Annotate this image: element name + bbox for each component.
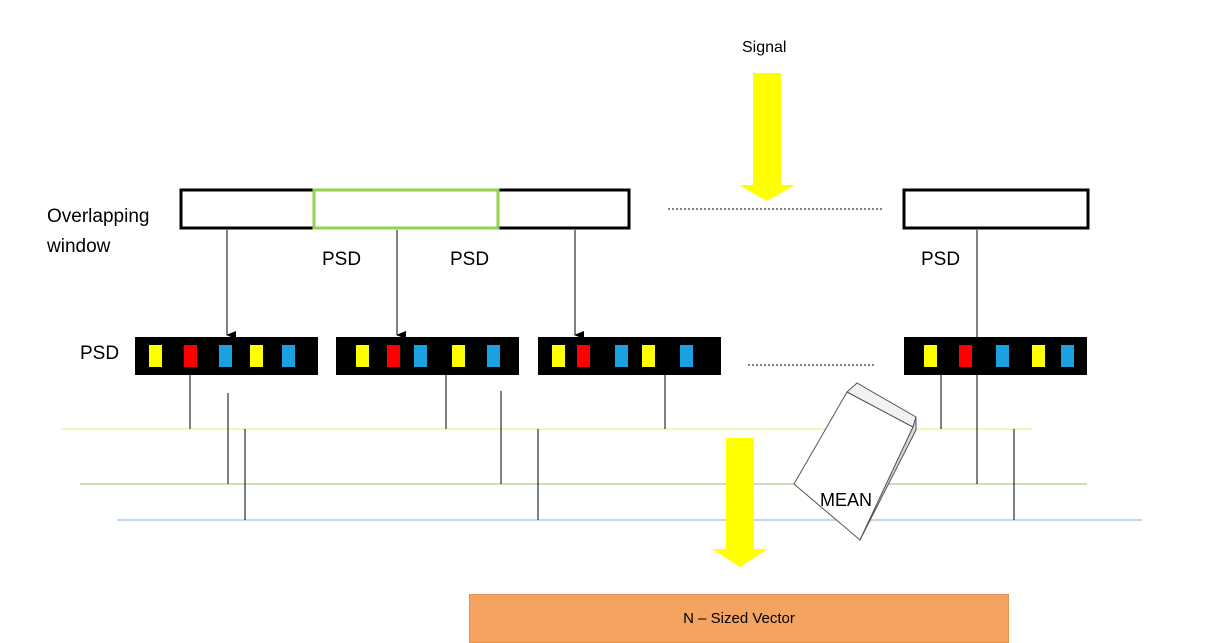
signal-arrow <box>739 73 795 201</box>
mean-label: MEAN <box>820 490 873 510</box>
psd-bin <box>1061 345 1074 367</box>
output-arrow <box>712 438 768 567</box>
psd-bin <box>924 345 937 367</box>
psd-block-2 <box>336 337 519 375</box>
psd-label-3: PSD <box>921 249 961 270</box>
psd-bin <box>250 345 263 367</box>
psd-bin <box>552 345 565 367</box>
connector-lines <box>189 375 1015 520</box>
psd-bin <box>680 345 693 367</box>
psd-bin <box>642 345 655 367</box>
psd-block-last <box>904 337 1087 375</box>
psd-bin <box>996 345 1009 367</box>
signal-label: Signal <box>742 39 787 56</box>
overlapping-window-label: Overlapping window <box>47 202 149 262</box>
psd-block-3 <box>538 337 721 375</box>
psd-bin <box>414 345 427 367</box>
overlapping-window-label-text: Overlapping window <box>47 206 150 257</box>
psd-bin <box>219 345 232 367</box>
psd-bin <box>387 345 400 367</box>
psd-bin <box>1032 345 1045 367</box>
n-sized-vector: N – Sized Vector <box>469 594 1009 643</box>
n-sized-vector-label: N – Sized Vector <box>683 610 795 627</box>
psd-bin <box>959 345 972 367</box>
psd-block-1 <box>135 337 318 375</box>
psd-label-2: PSD <box>450 249 490 270</box>
psd-bin <box>487 345 500 367</box>
psd-bin <box>615 345 628 367</box>
psd-bin <box>577 345 590 367</box>
psd-bin <box>356 345 369 367</box>
last-window <box>902 188 1090 230</box>
mean-block-side <box>859 416 917 541</box>
psd-label-1: PSD <box>322 249 362 270</box>
psd-bin <box>282 345 295 367</box>
mean-block <box>793 382 917 541</box>
psd-bin <box>452 345 465 367</box>
psd-row-label: PSD <box>80 343 120 364</box>
psd-bin <box>184 345 197 367</box>
psd-bin <box>149 345 162 367</box>
highlighted-window <box>312 188 500 230</box>
